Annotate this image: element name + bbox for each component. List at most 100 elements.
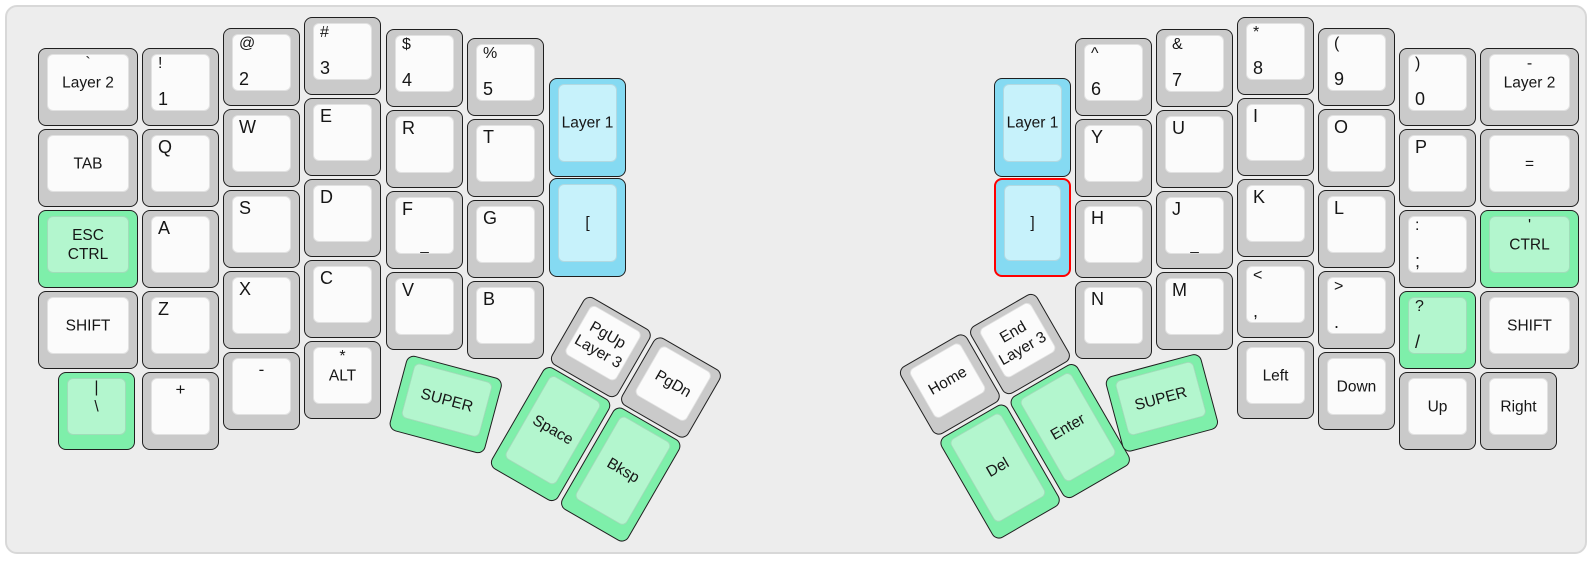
key-u-top-surface: U <box>1165 116 1224 173</box>
key-l[interactable]: L <box>1318 190 1395 268</box>
key-right-bracket[interactable]: ] <box>994 178 1071 277</box>
key-arrow-left[interactable]: Left <box>1237 341 1314 419</box>
key-arrow-down[interactable]: Down <box>1318 352 1395 430</box>
key-semicolon[interactable]: :; <box>1399 210 1476 288</box>
key-f-homing-legend: _ <box>420 237 429 254</box>
key-right-bracket-top-surface: ] <box>1004 185 1061 261</box>
key-layer1-right-top-surface: Layer 1 <box>1003 84 1062 162</box>
key-0-legend: 0 <box>1415 89 1426 109</box>
key-arrow-left-legend: Left <box>1262 367 1289 384</box>
key-question-slash[interactable]: ?/ <box>1399 291 1476 369</box>
key-quote-ctrl[interactable]: 'CTRL <box>1480 210 1579 288</box>
key-minus-layer2[interactable]: -Layer 2 <box>1480 48 1579 126</box>
key-layer1-left[interactable]: Layer 1 <box>549 78 626 177</box>
key-0[interactable]: )0 <box>1399 48 1476 126</box>
key-e[interactable]: E <box>304 98 381 176</box>
key-0-top-surface: )0 <box>1408 54 1467 111</box>
key-p[interactable]: P <box>1399 129 1476 207</box>
key-y[interactable]: Y <box>1075 119 1152 197</box>
key-j[interactable]: J_ <box>1156 191 1233 269</box>
key-o[interactable]: O <box>1318 109 1395 187</box>
key-esc-ctrl[interactable]: ESC CTRL <box>38 210 138 288</box>
key-w[interactable]: W <box>223 109 300 187</box>
key-2-top-surface: @2 <box>232 34 291 91</box>
key-1-shift-legend: ! <box>158 55 163 72</box>
key-del-legend: Del <box>983 454 1013 481</box>
key-arrow-right[interactable]: Right <box>1480 372 1557 450</box>
key-7[interactable]: &7 <box>1156 29 1233 107</box>
key-equals[interactable]: = <box>1480 129 1579 207</box>
key-x[interactable]: X <box>223 271 300 349</box>
key-n-top-surface: N <box>1084 287 1143 344</box>
key-grave-layer2[interactable]: `Layer 2 <box>38 48 138 126</box>
key-2-legend: 2 <box>239 69 250 89</box>
key-y-top-surface: Y <box>1084 125 1143 182</box>
key-8[interactable]: *8 <box>1237 17 1314 95</box>
key-6[interactable]: ^6 <box>1075 38 1152 116</box>
key-enter-legend: Enter <box>1047 410 1089 444</box>
key-c[interactable]: C <box>304 260 381 338</box>
key-tab-top-surface: TAB <box>47 135 129 192</box>
key-a[interactable]: A <box>142 210 219 288</box>
key-u[interactable]: U <box>1156 110 1233 188</box>
key-9[interactable]: (9 <box>1318 28 1395 106</box>
key-arrow-up[interactable]: Up <box>1399 372 1476 450</box>
key-shift-right[interactable]: SHIFT <box>1480 291 1579 369</box>
key-tab[interactable]: TAB <box>38 129 138 207</box>
key-r[interactable]: R <box>386 110 463 188</box>
key-q[interactable]: Q <box>142 129 219 207</box>
key-h[interactable]: H <box>1075 200 1152 278</box>
key-h-legend: H <box>1091 208 1104 228</box>
key-g-legend: G <box>483 208 498 228</box>
key-minus-top-surface: - <box>232 358 291 415</box>
key-super-left-top-surface: SUPER <box>400 362 494 439</box>
key-1[interactable]: !1 <box>142 48 219 126</box>
key-m-legend: M <box>1172 280 1187 300</box>
key-right-bracket-legend: ] <box>1030 214 1035 232</box>
key-shift-left-top-surface: SHIFT <box>47 297 129 354</box>
key-period-legend: . <box>1334 312 1340 332</box>
key-m[interactable]: M <box>1156 272 1233 350</box>
key-super-right-top-surface: SUPER <box>1114 360 1208 437</box>
key-q-top-surface: Q <box>151 135 210 192</box>
key-4[interactable]: $4 <box>386 29 463 107</box>
key-3-legend: 3 <box>320 58 331 78</box>
key-comma-shift-legend: < <box>1253 267 1263 284</box>
key-3[interactable]: #3 <box>304 17 381 95</box>
key-4-legend: 4 <box>402 70 413 90</box>
key-shift-left[interactable]: SHIFT <box>38 291 138 369</box>
key-9-legend: 9 <box>1334 69 1345 89</box>
key-3-top-surface: #3 <box>313 23 372 80</box>
key-period[interactable]: >. <box>1318 271 1395 349</box>
key-s[interactable]: S <box>223 190 300 268</box>
key-a-top-surface: A <box>151 216 210 273</box>
key-d[interactable]: D <box>304 179 381 257</box>
key-arrow-right-legend: Right <box>1500 398 1537 415</box>
key-left-bracket[interactable]: [ <box>549 178 626 277</box>
key-f[interactable]: F_ <box>386 191 463 269</box>
key-grave-layer2-shift-legend: ` <box>85 55 91 72</box>
key-layer1-right[interactable]: Layer 1 <box>994 78 1071 177</box>
key-1-legend: 1 <box>158 89 169 109</box>
key-comma[interactable]: <, <box>1237 260 1314 338</box>
key-esc-ctrl-legend: ESC CTRL <box>67 226 109 263</box>
key-5-top-surface: %5 <box>476 44 535 101</box>
key-b[interactable]: B <box>467 281 544 359</box>
key-s-legend: S <box>239 198 252 218</box>
key-arrow-up-legend: Up <box>1427 398 1448 415</box>
key-plus[interactable]: + <box>142 372 219 450</box>
key-v[interactable]: V <box>386 272 463 350</box>
key-t[interactable]: T <box>467 119 544 197</box>
key-k[interactable]: K <box>1237 179 1314 257</box>
key-pgup-layer3-legend: PgUp Layer 3 <box>571 317 629 372</box>
key-n[interactable]: N <box>1075 281 1152 359</box>
key-5[interactable]: %5 <box>467 38 544 116</box>
key-pipe-backslash[interactable]: |\ <box>58 372 135 450</box>
key-minus[interactable]: - <box>223 352 300 430</box>
key-2[interactable]: @2 <box>223 28 300 106</box>
key-g[interactable]: G <box>467 200 544 278</box>
key-i[interactable]: I <box>1237 98 1314 176</box>
key-z[interactable]: Z <box>142 291 219 369</box>
key-asterisk-alt[interactable]: *ALT <box>304 341 381 419</box>
key-t-top-surface: T <box>476 125 535 182</box>
